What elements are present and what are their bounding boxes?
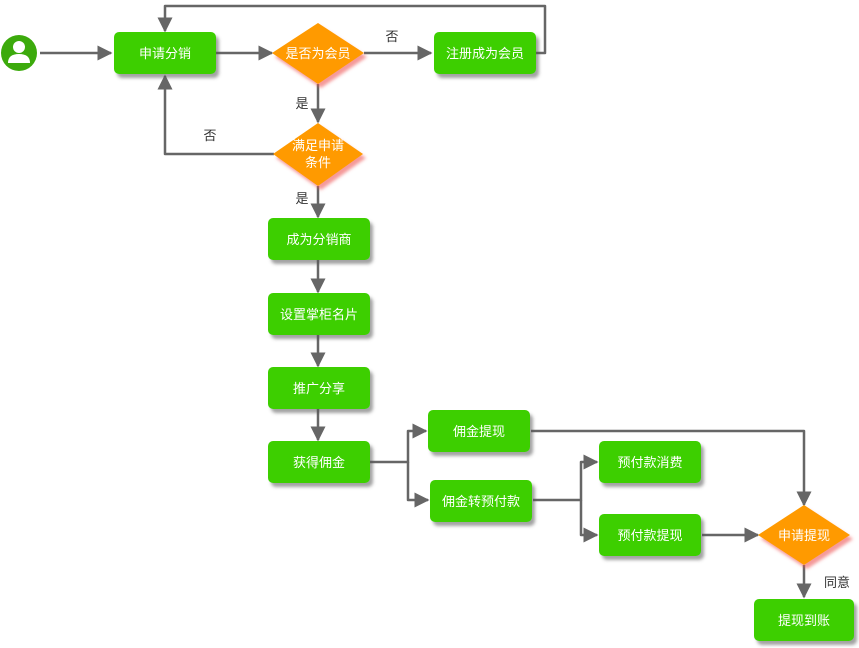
decision-apply-withdraw-label: 申请提现 (778, 528, 830, 544)
node-commission-to-prepay: 佣金转预付款 (430, 480, 532, 522)
node-apply-label: 申请分销 (139, 47, 191, 62)
node-register-label: 注册成为会员 (446, 47, 524, 62)
node-prepay-consume-label: 预付款消费 (617, 456, 682, 471)
label-agree: 同意 (824, 575, 850, 591)
user-icon (8, 41, 30, 63)
node-promote-label: 推广分享 (293, 381, 345, 397)
node-promote: 推广分享 (268, 367, 370, 409)
node-arrived-label: 提现到账 (778, 613, 830, 629)
decision-meets-conditions-label-2: 条件 (305, 155, 331, 171)
node-prepay-withdraw: 预付款提现 (599, 514, 701, 556)
label-not-member: 否 (385, 30, 398, 45)
decision-meets-conditions-label-1: 满足申请 (292, 139, 344, 154)
node-apply: 申请分销 (114, 32, 216, 74)
node-get-commission-label: 获得佣金 (293, 455, 345, 471)
label-is-member-yes: 是 (295, 97, 308, 112)
label-conditions-no: 否 (203, 129, 216, 144)
node-withdraw-commission-label: 佣金提现 (453, 424, 505, 440)
decision-meets-conditions: 满足申请 条件 (273, 123, 363, 186)
edge-commission-to-prepay (406, 462, 430, 508)
edge-prepay-to-prepay-withdraw (579, 500, 599, 543)
node-get-commission: 获得佣金 (268, 441, 370, 483)
node-withdraw-commission: 佣金提现 (428, 410, 530, 452)
node-become-distributor-label: 成为分销商 (286, 233, 351, 248)
start-node (1, 35, 37, 71)
node-arrived: 提现到账 (754, 599, 854, 641)
edge-conditions-no-back-to-apply (157, 74, 274, 156)
edge-withdraw-to-apply-withdraw (531, 429, 812, 507)
node-set-card-label: 设置掌柜名片 (280, 307, 358, 323)
decision-apply-withdraw: 申请提现 (758, 505, 850, 565)
label-conditions-yes: 是 (295, 192, 308, 207)
node-prepay-withdraw-label: 预付款提现 (617, 528, 682, 544)
edge-register-back-to-apply (157, 4, 547, 55)
node-become-distributor: 成为分销商 (268, 218, 370, 260)
decision-is-member: 是否为会员 (272, 23, 364, 84)
node-register: 注册成为会员 (434, 32, 536, 74)
edges (40, 4, 812, 599)
node-prepay-consume: 预付款消费 (599, 441, 701, 483)
node-commission-to-prepay-label: 佣金转预付款 (442, 494, 520, 510)
edge-prepay-to-consume (533, 454, 599, 502)
edge-commission-to-withdraw (369, 423, 428, 464)
node-set-card: 设置掌柜名片 (268, 293, 370, 335)
decision-is-member-label: 是否为会员 (285, 47, 350, 62)
